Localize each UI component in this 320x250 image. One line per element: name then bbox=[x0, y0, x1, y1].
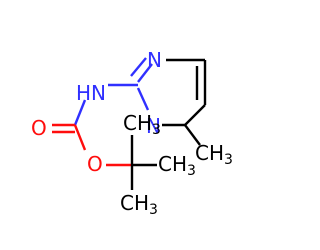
ester-oxygen-label: O bbox=[87, 152, 103, 176]
bond-c2-n1-double bbox=[130, 57, 147, 77]
bond-c5-c4 bbox=[184, 104, 206, 126]
ring-methyl-text: CH bbox=[195, 141, 224, 165]
pyrimidine-ring bbox=[130, 57, 207, 127]
tbu-methyl-top-subscript: 3 bbox=[152, 122, 161, 138]
carbonyl-oxygen-label: O bbox=[31, 116, 47, 140]
tbu-methyl-bottom-label: CH3 bbox=[120, 191, 158, 218]
ring-methyl-label: CH3 bbox=[195, 141, 233, 168]
tbu-methyl-top-text: CH bbox=[123, 111, 152, 135]
bond-nh-carbonyl bbox=[73, 99, 87, 126]
structure-canvas: N N HN O O CH3 CH3 CH3 CH3 bbox=[31, 48, 233, 218]
tbu-methyl-right-text: CH bbox=[158, 152, 187, 176]
atom-labels: N N HN O O CH3 CH3 CH3 CH3 bbox=[31, 48, 233, 218]
bond-c4-methyl bbox=[184, 124, 201, 146]
bond-c2-n3 bbox=[136, 87, 150, 111]
bond-carbonyl-ester-o bbox=[73, 124, 87, 151]
bond-c2-n1 bbox=[137, 63, 153, 83]
nh-label: HN bbox=[76, 81, 106, 105]
substituent-bonds bbox=[52, 83, 201, 190]
tbu-methyl-top-label: CH3 bbox=[123, 111, 161, 138]
tbu-methyl-right-subscript: 3 bbox=[187, 163, 196, 179]
ring-methyl-subscript: 3 bbox=[224, 152, 233, 168]
ring-nitrogen-top-label: N bbox=[147, 48, 162, 72]
molecule-diagram: N N HN O O CH3 CH3 CH3 CH3 bbox=[31, 48, 233, 218]
ring-nitrogen-bottom-label: N bbox=[146, 114, 161, 138]
tbu-methyl-right-label: CH3 bbox=[158, 152, 196, 179]
tbu-methyl-bottom-subscript: 3 bbox=[149, 202, 158, 218]
tbu-methyl-bottom-text: CH bbox=[120, 191, 149, 215]
